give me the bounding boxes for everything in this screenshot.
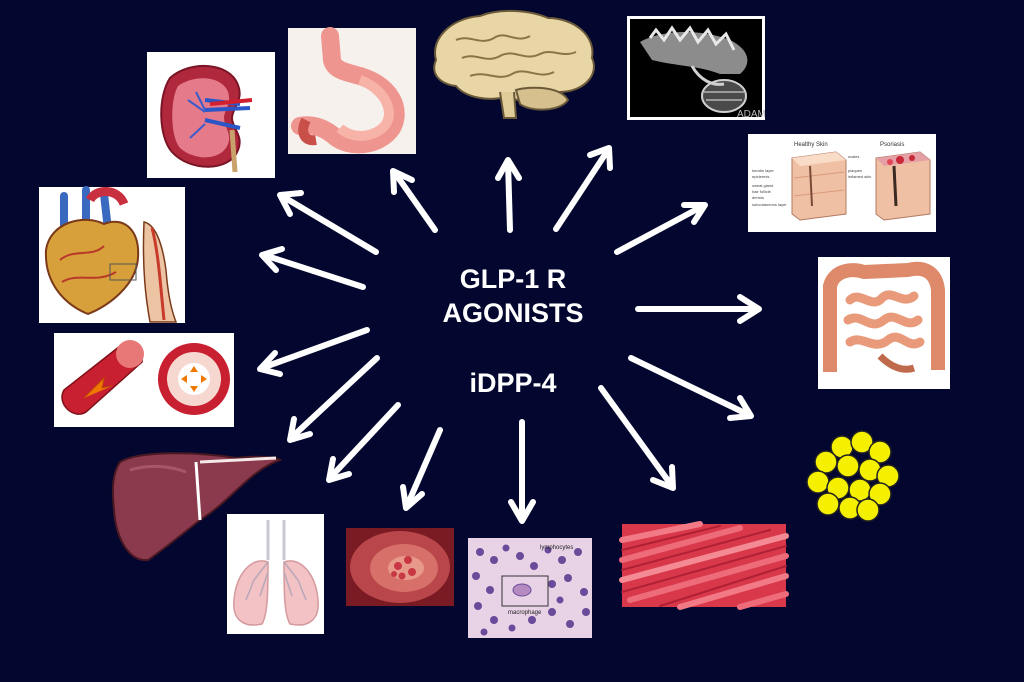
center-subtitle: iDPP-4 <box>469 368 557 398</box>
skin-label: sweat gland <box>752 183 773 188</box>
blood-vessel-lumen-icon <box>350 531 450 603</box>
skin-left-title: Healthy Skin <box>794 142 828 148</box>
brain-panel <box>433 9 595 119</box>
arrow-to-heart <box>259 246 366 290</box>
arrow-to-intestine <box>635 294 762 324</box>
heart-panel <box>39 186 185 323</box>
lung-panel <box>227 514 324 634</box>
skin-psoriasis-icon <box>791 151 931 221</box>
arrow-to-brain <box>495 157 522 233</box>
center-title: GLP-1 R AGONISTS <box>418 262 608 330</box>
arrow-to-kidney <box>277 190 379 255</box>
skin-label: dermis <box>752 195 764 200</box>
muscle-fibers-icon <box>619 521 789 610</box>
arrow-to-immune <box>508 419 536 524</box>
fat-cells-icon <box>806 430 900 522</box>
skin-label: subcutaneous layer <box>752 202 787 207</box>
liver-icon <box>111 452 283 562</box>
arrows <box>257 145 762 524</box>
bone-panel: ADAM <box>627 16 766 120</box>
skin-panel: Healthy Skin Psoriasis keratin layer epi… <box>748 134 936 232</box>
arrow-to-adipose <box>628 355 754 421</box>
artery-panel <box>54 333 234 427</box>
arrow-to-liver <box>287 355 380 443</box>
artery-plaque-icon <box>61 340 230 415</box>
skin-right-title: Psoriasis <box>880 142 904 148</box>
skin-label: inflamed skin <box>848 174 871 179</box>
arrow-to-muscle <box>598 385 676 491</box>
heart-icon <box>44 186 178 323</box>
immune-panel: lymphocytes macrophage <box>468 538 592 638</box>
kidney-icon <box>160 65 253 173</box>
arrow-to-artery <box>257 327 370 377</box>
adam-watermark: ADAM <box>737 109 766 120</box>
center-title-line2: AGONISTS <box>442 298 584 328</box>
endothelium-panel <box>346 528 454 606</box>
muscle-panel <box>619 521 789 610</box>
adipose-panel <box>806 430 900 522</box>
skin-label: hair follicle <box>752 189 772 194</box>
skin-label: keratin layer <box>752 168 774 173</box>
arrow-to-skin <box>614 202 708 255</box>
skin-label: plaques <box>848 168 862 173</box>
skin-label: scales <box>848 154 859 159</box>
lungs-icon <box>233 520 319 626</box>
stomach-icon <box>291 27 405 154</box>
lymphocytes-icon <box>472 544 590 636</box>
intestine-icon <box>823 261 945 373</box>
stomach-panel <box>288 27 416 154</box>
liver-panel <box>111 452 283 562</box>
intestine-panel <box>818 257 950 389</box>
arrow-to-endothelium <box>400 427 443 511</box>
bone-xray-icon <box>640 25 748 113</box>
arrow-to-stomach <box>390 168 438 233</box>
macrophage-label: macrophage <box>508 610 542 616</box>
center-title-line1: GLP-1 R <box>459 264 567 294</box>
kidney-panel <box>147 52 275 178</box>
brain-icon <box>433 9 595 119</box>
lymphocytes-label: lymphocytes <box>540 545 573 551</box>
arrow-to-bone <box>553 145 613 232</box>
skin-label: epidermis <box>752 174 769 179</box>
arrow-to-lung <box>326 402 401 483</box>
